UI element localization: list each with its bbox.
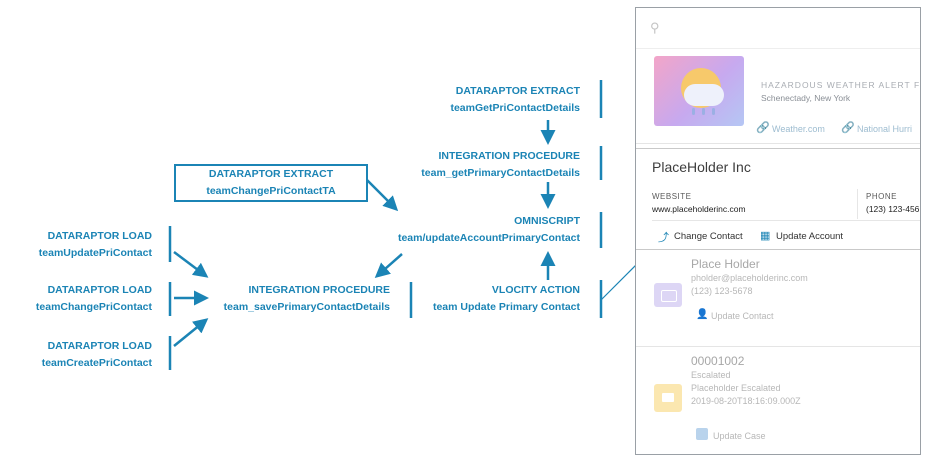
- node-name: team_savePrimaryContactDetails: [223, 301, 390, 313]
- update-contact-icon: 👤: [696, 309, 709, 320]
- case-date: 2019-08-20T18:16:09.000Z: [691, 396, 801, 406]
- extract-change-box: [174, 164, 368, 202]
- arrow-omniscript-to-ip-save: [374, 253, 403, 278]
- node-type: OMNISCRIPT: [514, 215, 580, 227]
- console-panel: ⚲ HAZARDOUS WEATHER ALERT FOR: Schenecta…: [635, 7, 921, 455]
- link-icon: 🔗: [756, 122, 770, 134]
- case-icon: [654, 384, 682, 412]
- field-value-website[interactable]: www.placeholderinc.com: [652, 204, 746, 214]
- node-name: teamCreatePriContact: [41, 357, 152, 369]
- rain-drop-icon: [692, 108, 695, 115]
- divider: [652, 220, 920, 221]
- change-contact-button[interactable]: Change Contact: [674, 231, 743, 242]
- node-type: DATARAPTOR EXTRACT: [455, 85, 580, 97]
- link-icon: 🔗: [841, 122, 855, 134]
- cloud-icon: [684, 84, 724, 106]
- account-card: PlaceHolder Inc WEBSITE www.placeholderi…: [636, 148, 920, 250]
- node-ip-get: INTEGRATION PROCEDURE team_getPrimaryCon…: [400, 148, 580, 182]
- weather-link[interactable]: Weather.com: [772, 124, 825, 134]
- rain-drop-icon: [712, 108, 715, 115]
- account-name[interactable]: PlaceHolder Inc: [652, 159, 751, 175]
- arrow-load-create-to-ip-save: [173, 318, 209, 347]
- node-extract-change: DATARAPTOR EXTRACT teamChangePriContactT…: [177, 166, 365, 200]
- contact-phone: (123) 123-5678: [691, 286, 753, 296]
- update-contact-button[interactable]: Update Contact: [711, 311, 774, 321]
- field-label-website: WEBSITE: [652, 192, 692, 201]
- weather-link[interactable]: National Hurri: [857, 124, 913, 134]
- node-load-create: DATARAPTOR LOAD teamCreatePriContact: [20, 338, 152, 372]
- node-extract-get: DATARAPTOR EXTRACT teamGetPriContactDeta…: [420, 83, 580, 117]
- update-case-button[interactable]: Update Case: [713, 431, 766, 441]
- node-name: team_getPrimaryContactDetails: [421, 167, 580, 179]
- node-name: teamChangePriContactTA: [206, 185, 336, 197]
- contact-card-icon: [654, 283, 682, 307]
- contact-card: Place Holder pholder@placeholderinc.com …: [636, 251, 920, 347]
- field-value-phone[interactable]: (123) 123-456: [866, 204, 920, 214]
- node-load-update: DATARAPTOR LOAD teamUpdatePriContact: [20, 228, 152, 262]
- node-type: DATARAPTOR LOAD: [47, 230, 152, 242]
- node-name: teamUpdatePriContact: [38, 247, 152, 259]
- change-contact-icon: ⤴: [658, 232, 669, 244]
- node-type: DATARAPTOR LOAD: [47, 340, 152, 352]
- node-name: teamGetPriContactDetails: [450, 102, 580, 114]
- update-account-button[interactable]: Update Account: [776, 231, 844, 242]
- node-type: DATARAPTOR LOAD: [47, 284, 152, 296]
- node-vlocity-action: VLOCITY ACTION team Update Primary Conta…: [400, 282, 580, 316]
- case-card: 00001002 Escalated Placeholder Escalated…: [636, 346, 920, 454]
- weather-location: Schenectady, New York: [761, 93, 851, 103]
- building-icon: ▦: [760, 230, 771, 242]
- update-case-icon: [696, 428, 708, 440]
- node-name: teamChangePriContact: [35, 301, 152, 313]
- field-label-phone: PHONE: [866, 192, 897, 201]
- contact-email: pholder@placeholderinc.com: [691, 273, 808, 283]
- weather-image: [654, 56, 744, 126]
- node-type: INTEGRATION PROCEDURE: [438, 150, 580, 162]
- field-divider: [857, 189, 858, 219]
- search-icon: ⚲: [650, 20, 660, 35]
- search-bar[interactable]: ⚲: [636, 8, 920, 49]
- node-type: INTEGRATION PROCEDURE: [248, 284, 390, 296]
- node-load-change: DATARAPTOR LOAD teamChangePriContact: [20, 282, 152, 316]
- arrow-load-update-to-ip-save: [173, 251, 209, 278]
- case-subject: Placeholder Escalated: [691, 383, 781, 393]
- weather-card: HAZARDOUS WEATHER ALERT FOR: Schenectady…: [636, 48, 920, 144]
- node-name: team Update Primary Contact: [432, 301, 580, 313]
- node-type: VLOCITY ACTION: [491, 284, 580, 296]
- rain-drop-icon: [702, 108, 705, 115]
- contact-name[interactable]: Place Holder: [691, 257, 760, 271]
- node-name: team/updateAccountPrimaryContact: [397, 232, 580, 244]
- case-status: Escalated: [691, 370, 731, 380]
- node-type: DATARAPTOR EXTRACT: [208, 168, 334, 180]
- node-ip-save: INTEGRATION PROCEDURE team_savePrimaryCo…: [200, 282, 390, 316]
- weather-alert-title: HAZARDOUS WEATHER ALERT FOR:: [761, 80, 921, 90]
- node-omniscript: OMNISCRIPT team/updateAccountPrimaryCont…: [380, 213, 580, 247]
- case-number[interactable]: 00001002: [691, 354, 745, 368]
- arrow-extract-change-to-omniscript: [366, 179, 399, 212]
